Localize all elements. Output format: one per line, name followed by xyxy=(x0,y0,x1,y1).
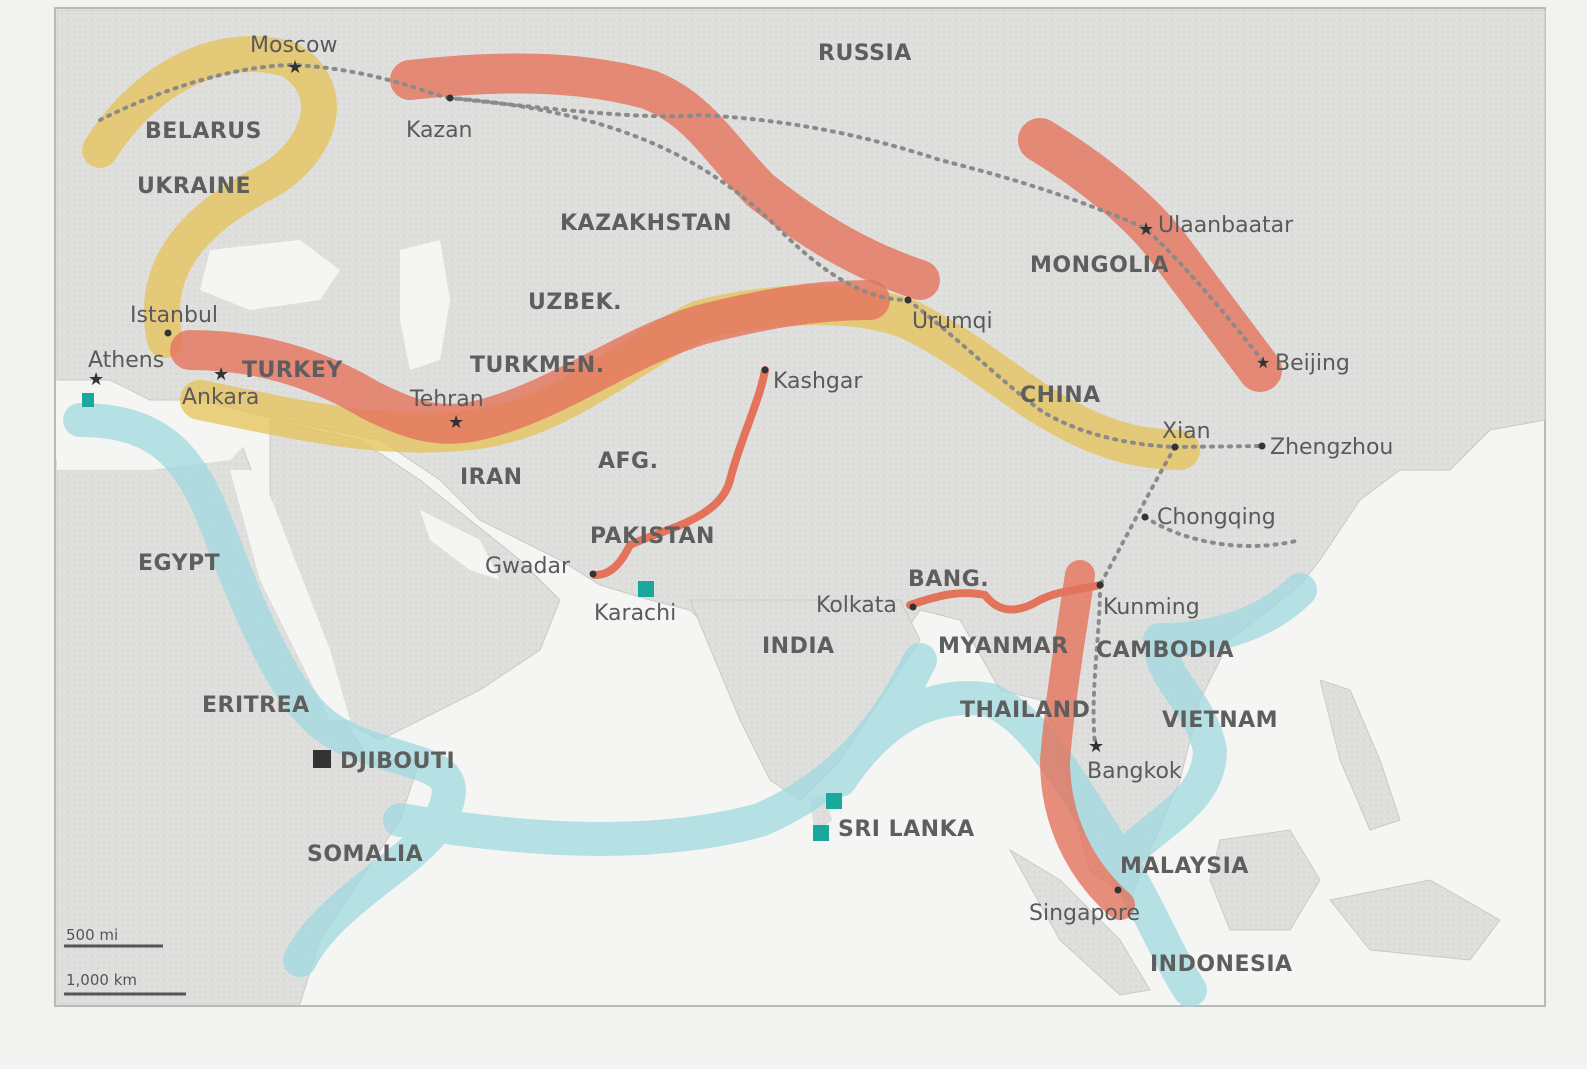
red-route-central xyxy=(170,280,890,444)
country-label: BANG. xyxy=(908,567,989,592)
country-label: KAZAKHSTAN xyxy=(560,211,732,236)
country-label: MONGOLIA xyxy=(1030,253,1169,278)
country-label: DJIBOUTI xyxy=(340,749,455,774)
country-label: INDONESIA xyxy=(1150,952,1293,977)
yellow-route-europe xyxy=(82,36,337,358)
markers: ★ ★ ★ ★ ★ ★ ★ xyxy=(82,57,1270,894)
country-label: AFG. xyxy=(598,449,658,474)
dot-kazan xyxy=(446,94,454,102)
country-label: MYANMAR xyxy=(938,634,1069,659)
country-label: CHINA xyxy=(1020,383,1101,408)
rail-xian-kunming xyxy=(1098,445,1177,587)
country-label: RUSSIA xyxy=(818,41,912,66)
city-label: Ankara xyxy=(182,385,259,410)
scale-bar: 500 mi 1,000 km xyxy=(64,926,186,996)
teal-marker-srilanka-1 xyxy=(826,793,842,809)
city-label: Karachi xyxy=(594,601,676,626)
teal-marker-karachi xyxy=(638,581,654,597)
rail-moscow-beijing xyxy=(98,62,1264,362)
rail-kunming-bangkok xyxy=(1091,583,1102,747)
city-label: Beijing xyxy=(1275,351,1350,376)
black-marker-djibouti xyxy=(313,750,331,768)
country-label: THAILAND xyxy=(960,698,1090,723)
city-label: Singapore xyxy=(1029,901,1140,926)
land-philippines xyxy=(1319,679,1401,831)
city-label: Bangkok xyxy=(1087,759,1182,784)
bcim-line xyxy=(906,581,1104,614)
country-label: SOMALIA xyxy=(307,842,423,867)
dot-kashgar xyxy=(761,366,769,374)
city-label: Tehran xyxy=(409,387,484,412)
country-label: EGYPT xyxy=(138,551,220,576)
star-marker-ulaanbaatar: ★ xyxy=(1138,219,1154,240)
star-marker-moscow: ★ xyxy=(287,57,303,78)
teal-marker-srilanka-2 xyxy=(813,825,829,841)
country-label: UKRAINE xyxy=(137,174,251,199)
country-label: ERITREA xyxy=(202,693,310,718)
black-sea xyxy=(200,240,340,310)
rail-xian-zhengzhou xyxy=(1173,444,1262,449)
country-label: INDIA xyxy=(762,634,835,659)
red-sea xyxy=(230,470,350,720)
city-label: Ulaanbaatar xyxy=(1158,213,1294,238)
city-label: Chongqing xyxy=(1157,505,1276,530)
land-borneo xyxy=(1209,829,1321,931)
dot-chongqing xyxy=(1141,513,1149,521)
country-label: SRI LANKA xyxy=(838,817,975,842)
sea-route xyxy=(63,403,1317,1007)
country-label: UZBEK. xyxy=(528,290,622,315)
red-route-north xyxy=(390,53,940,300)
dot-istanbul xyxy=(164,329,172,337)
city-label: Moscow xyxy=(250,33,337,58)
star-marker-bangkok: ★ xyxy=(1088,736,1104,757)
city-label: Kunming xyxy=(1103,595,1200,620)
city-label: Zhengzhou xyxy=(1270,435,1393,460)
rail-chongqing-coast xyxy=(1143,515,1302,548)
country-labels: RUSSIA BELARUS UKRAINE KAZAKHSTAN MONGOL… xyxy=(137,41,1293,977)
country-label: PAKISTAN xyxy=(590,524,715,549)
star-marker-athens: ★ xyxy=(88,369,104,390)
teal-marker-athens xyxy=(82,393,94,407)
city-label: Istanbul xyxy=(130,303,218,328)
rail-moscow-urumqi xyxy=(448,96,910,302)
country-label: BELARUS xyxy=(145,119,262,144)
city-label: Kashgar xyxy=(773,369,863,394)
country-label: CAMBODIA xyxy=(1096,638,1234,663)
land-newguinea xyxy=(1329,879,1501,961)
scale-label-km: 1,000 km xyxy=(66,971,137,989)
dot-urumqi xyxy=(904,296,912,304)
dot-singapore xyxy=(1114,886,1122,894)
city-labels: Moscow Kazan Istanbul Athens Ankara Tehr… xyxy=(88,33,1393,926)
city-label: Kolkata xyxy=(816,593,897,618)
country-label: TURKEY xyxy=(242,358,343,383)
city-label: Gwadar xyxy=(485,554,571,579)
city-label: Xian xyxy=(1162,419,1211,444)
dot-kolkata xyxy=(909,603,917,611)
red-route-kunming xyxy=(1039,560,1135,920)
star-marker-beijing: ★ xyxy=(1256,353,1270,372)
land-sumatra xyxy=(1008,848,1151,996)
caspian-sea xyxy=(400,240,450,370)
routes-layer xyxy=(63,36,1317,1007)
country-label: IRAN xyxy=(460,465,523,490)
city-label: Urumqi xyxy=(912,309,993,334)
country-label: TURKMEN. xyxy=(470,353,605,378)
rail-lines xyxy=(98,62,1302,747)
dot-xian xyxy=(1171,443,1179,451)
cpec-line xyxy=(591,366,769,579)
star-marker-tehran: ★ xyxy=(448,412,464,433)
star-marker-ankara: ★ xyxy=(213,364,229,385)
dot-zhengzhou xyxy=(1258,442,1266,450)
country-label: MALAYSIA xyxy=(1120,854,1249,879)
scale-label-miles: 500 mi xyxy=(66,926,118,944)
dot-kunming xyxy=(1096,581,1104,589)
dot-gwadar xyxy=(589,570,597,578)
city-label: Kazan xyxy=(406,118,473,143)
persian-gulf xyxy=(420,510,500,580)
rail-urumqi-xian xyxy=(906,298,1177,449)
city-label: Athens xyxy=(88,348,164,373)
country-label: VIETNAM xyxy=(1162,708,1278,733)
